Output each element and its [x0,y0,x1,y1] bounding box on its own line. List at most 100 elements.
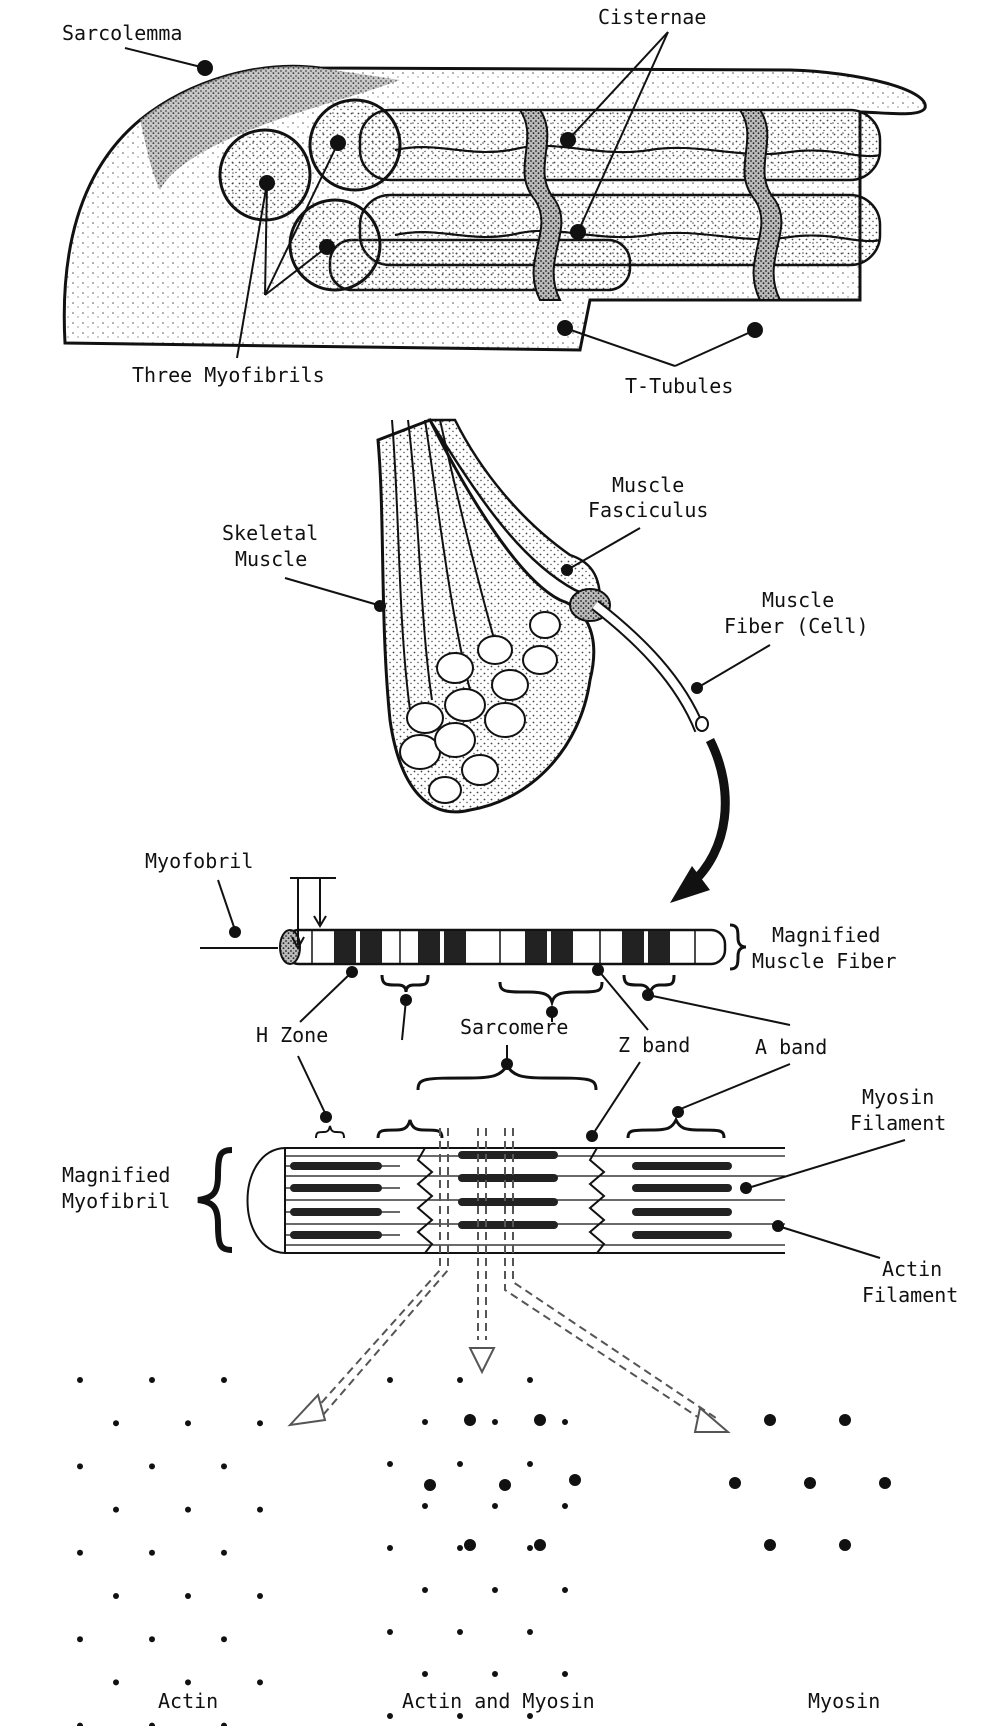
label-actin-filament-line1: Actin [882,1257,942,1281]
actin-dot [387,1377,393,1383]
myofibril-braces [315,1063,726,1139]
actin-dot [221,1722,227,1726]
cross-section-actin-myosin [387,1377,581,1719]
label-magnified-muscle-fiber-line1: Magnified [772,923,880,947]
label-myosin-filament-line1: Myosin [862,1085,934,1109]
magnified-myofibril [197,1146,785,1255]
label-muscle-fiber-group: Muscle Fiber (Cell) [691,588,869,694]
actin-dot [492,1671,498,1677]
cross-section-myosin [729,1414,891,1551]
label-myofobril-group: Myofobril [145,849,253,938]
label-sarcomere-group: Sarcomere [460,1015,568,1070]
label-three-myofibrils: Three Myofibrils [132,363,325,387]
label-cisternae: Cisternae [598,5,706,29]
label-myofobril: Myofobril [145,849,253,873]
actin-dot [257,1679,263,1686]
actin-dot [113,1679,119,1686]
label-actin-filament-line2: Filament [862,1283,958,1307]
actin-dot [527,1629,533,1635]
label-muscle-fasciculus-group: Muscle Fasciculus [561,473,708,576]
label-skeletal-muscle-line2: Muscle [235,547,307,571]
label-cisternae-group: Cisternae [560,5,706,240]
actin-dot [422,1671,428,1677]
actin-dot [562,1419,568,1425]
label-sarcolemma-group: Sarcolemma [62,21,213,76]
label-muscle-fasciculus-line2: Fasciculus [588,498,708,522]
label-sarcomere: Sarcomere [460,1015,568,1039]
label-three-myofibrils-group: Three Myofibrils [132,135,346,387]
myosin-dot [499,1479,511,1491]
actin-dot [113,1506,119,1513]
myosin-dot [879,1477,891,1489]
actin-dot [77,1549,83,1556]
actin-dot [387,1545,393,1551]
myosin-dot [534,1539,546,1551]
actin-dot [77,1636,83,1643]
actin-dot [387,1461,393,1467]
label-skeletal-muscle-line1: Skeletal [222,521,318,545]
label-magnified-muscle-fiber-line2: Muscle Fiber [752,949,897,973]
actin-dot [185,1679,191,1686]
skeletal-muscle-drawing [376,418,709,814]
actin-dot [221,1377,227,1383]
myosin-dot [569,1474,581,1486]
actin-dot [387,1713,393,1719]
actin-dot [527,1545,533,1551]
actin-dot [185,1506,191,1513]
label-t-tubules-group: T-Tubules [557,320,763,398]
actin-dot [77,1463,83,1470]
label-magnified-myofibril-line2: Myofibril [62,1189,170,1213]
label-muscle-fiber-line2: Fiber (Cell) [724,614,869,638]
myofibril-cylinders [328,108,882,292]
actin-dot [221,1463,227,1470]
myosin-dot [764,1414,776,1426]
label-skeletal-muscle-group: Skeletal Muscle [222,521,386,612]
actin-dot [457,1545,463,1551]
myosin-dot [534,1414,546,1426]
actin-dot [457,1713,463,1719]
myosin-dot [804,1477,816,1489]
myosin-dot [839,1539,851,1551]
myosin-dot [464,1414,476,1426]
actin-dot [527,1377,533,1383]
actin-dot [113,1420,119,1427]
label-a-band: A band [755,1035,827,1059]
label-cross-actin: Actin [158,1689,218,1713]
actin-dot [562,1671,568,1677]
actin-dot [527,1461,533,1467]
dashed-arrows [287,1128,731,1433]
muscle-fiber-cutaway [62,64,927,352]
myosin-dot [839,1414,851,1426]
label-z-band-group: Z band [586,1033,690,1142]
actin-dot [149,1722,155,1726]
label-cross-actin-myosin: Actin and Myosin [402,1689,595,1713]
label-magnified-myofibril-group: Magnified Myofibril [62,1163,170,1213]
label-a-band-group: A band [672,1035,827,1118]
actin-dot [492,1419,498,1425]
myosin-dot [764,1539,776,1551]
magnified-muscle-fiber [200,877,747,971]
actin-dot [492,1503,498,1509]
label-magnified-muscle-fiber-group: Magnified Muscle Fiber [752,923,897,973]
actin-dot [422,1503,428,1509]
actin-dot [457,1461,463,1467]
myosin-dot [424,1479,436,1491]
myosin-dot [464,1539,476,1551]
actin-dot [149,1377,155,1383]
curved-arrow-head-icon [670,866,710,903]
actin-dot [185,1420,191,1427]
label-z-band: Z band [618,1033,690,1057]
label-myosin-filament-line2: Filament [850,1111,946,1135]
actin-dot [185,1593,191,1599]
fiber-braces [380,974,676,1008]
label-myosin-filament-group: Myosin Filament [740,1085,946,1194]
actin-dot [562,1503,568,1509]
actin-dot [77,1722,83,1726]
cross-section-actin [77,1377,263,1726]
actin-dot [257,1506,263,1513]
label-sarcolemma: Sarcolemma [62,21,182,45]
actin-dot [492,1587,498,1593]
label-muscle-fasciculus-line1: Muscle [612,473,684,497]
